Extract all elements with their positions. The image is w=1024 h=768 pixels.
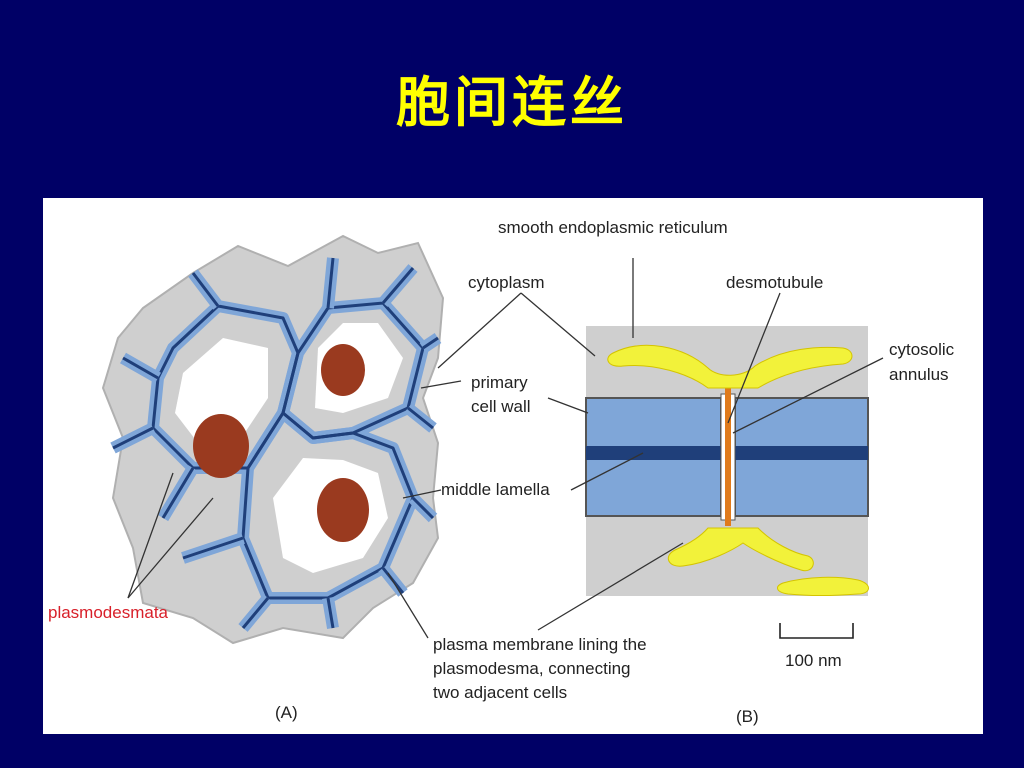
label-cytosolic-line2: annulus — [889, 365, 949, 384]
label-pm-line3: two adjacent cells — [433, 683, 567, 702]
figure-panel: smooth endoplasmic reticulum cytoplasm d… — [43, 198, 983, 734]
smooth-er-lower — [667, 527, 814, 572]
label-middle-lamella: middle lamella — [441, 480, 550, 499]
label-panel-a: (A) — [275, 703, 298, 722]
label-panel-b: (B) — [736, 707, 759, 726]
nucleus-top-right — [321, 344, 365, 396]
scale-bar — [779, 623, 854, 639]
label-scale-bar: 100 nm — [785, 651, 842, 670]
label-desmotubule: desmotubule — [726, 273, 823, 292]
nucleus-bottom — [317, 478, 369, 542]
panel-a-illustration — [101, 234, 445, 645]
plasmodesmata-figure: smooth endoplasmic reticulum cytoplasm d… — [48, 218, 955, 726]
slide-title: 胞间连丝 — [396, 71, 628, 134]
panel-b-illustration — [585, 326, 869, 596]
smooth-er-upper — [607, 344, 853, 389]
desmotubule-core — [725, 386, 731, 526]
middle-lamella-left — [586, 446, 721, 460]
nucleus-left — [193, 414, 249, 478]
label-pm-line1: plasma membrane lining the — [433, 635, 647, 654]
smooth-er-bottom-right — [777, 576, 869, 596]
label-cytosolic-line1: cytosolic — [889, 340, 955, 359]
label-primary-line1: primary — [471, 373, 528, 392]
label-plasmodesmata: plasmodesmata — [48, 603, 169, 622]
leader-lines — [127, 258, 884, 639]
label-primary-line2: cell wall — [471, 397, 531, 416]
label-smooth-er: smooth endoplasmic reticulum — [498, 218, 728, 237]
label-pm-line2: plasmodesma, connecting — [433, 659, 631, 678]
label-cytoplasm: cytoplasm — [468, 273, 545, 292]
middle-lamella-right — [735, 446, 868, 460]
